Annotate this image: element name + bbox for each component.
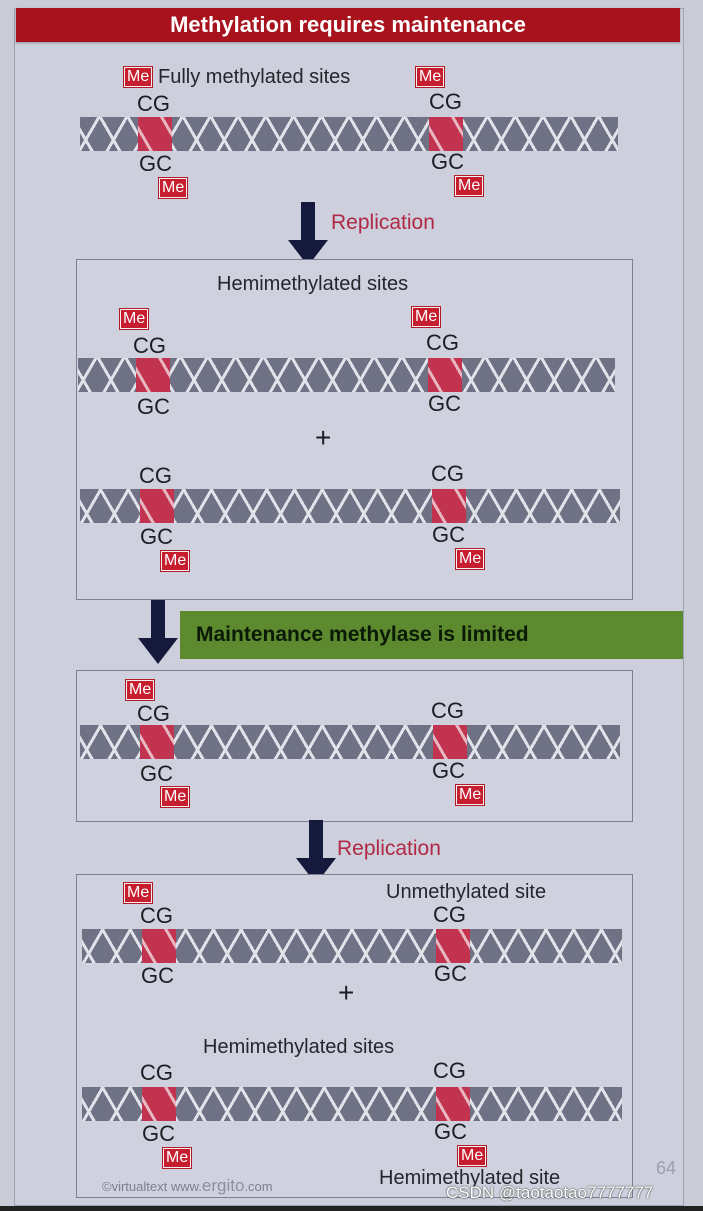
gc-label: GC [137,394,170,419]
methyl-tag: Me [159,786,191,808]
cpg-site [142,929,176,963]
hemimethylated-site-label: Hemimethylated site [379,1167,561,1189]
down-arrow-icon [138,600,178,664]
down-arrow-icon [296,820,336,884]
bottom-border [0,1206,703,1211]
methyl-tag: Me [410,306,442,328]
cpg-site [138,117,172,151]
cpg-site [433,725,467,759]
cg-label: CG [139,463,172,488]
cpg-site [140,725,174,759]
methyl-tag: Me [456,1145,488,1167]
cpg-site [432,489,466,523]
methyl-tag: Me [454,548,486,570]
cpg-site [136,358,170,392]
footer-www: www. [170,1179,202,1194]
methyl-tag: Me [159,550,191,572]
hemimethylated-label: Hemimethylated sites [217,273,409,295]
csdn-watermark: CSDN @taotaotao7777777 [446,1183,654,1202]
hemimethylated-label: Hemimethylated sites [203,1036,395,1058]
cpg-site [140,489,174,523]
gc-label: GC [428,391,461,416]
unmethylated-site-label: Unmethylated site [386,881,547,903]
gc-label: GC [139,151,172,176]
cg-label: CG [429,89,462,114]
gc-label: GC [432,758,465,783]
cpg-site [436,1087,470,1121]
gc-label: GC [140,761,173,786]
methyl-tag: Me [124,679,156,701]
methyl-tag: Me [161,1147,193,1169]
cpg-site [429,117,463,151]
cg-label: CG [426,330,459,355]
footer-brand: ergito [201,1176,245,1195]
methyl-tag: Me [118,308,150,330]
final-replication-box [76,874,633,1198]
cg-label: CG [133,333,166,358]
gc-label: GC [141,963,174,988]
cg-label: CG [433,902,466,927]
cpg-site [436,929,470,963]
cg-label: CG [140,1060,173,1085]
cg-label: CG [433,1058,466,1083]
footer-credit: ©virtualtext www.ergito.com [102,1176,273,1196]
methyl-tag: Me [414,66,446,88]
plus-sign: + [315,422,332,453]
cg-label: CG [431,698,464,723]
hemimethylated-box [76,259,633,600]
replication-label: Replication [337,837,441,860]
page-number: 64 [656,1158,677,1178]
fully-methylated-label: Fully methylated sites [158,66,351,88]
gc-label: GC [431,149,464,174]
methyl-tag: Me [122,66,154,88]
gc-label: GC [142,1121,175,1146]
slide-title: Methylation requires maintenance [16,8,680,42]
cpg-site [142,1087,176,1121]
footer-com: .com [244,1179,273,1194]
replication-label: Replication [331,211,435,234]
cg-label: CG [137,91,170,116]
plus-sign: + [338,977,355,1008]
maintenance-limited-banner: Maintenance methylase is limited [180,611,683,659]
methyl-tag: Me [453,175,485,197]
methyl-tag: Me [454,784,486,806]
gc-label: GC [434,1119,467,1144]
cpg-site [428,358,462,392]
cg-label: CG [431,461,464,486]
gc-label: GC [140,524,173,549]
methyl-tag: Me [122,882,154,904]
cg-label: CG [137,701,170,726]
down-arrow-icon [288,202,328,266]
footer-credit-text: ©virtualtext [102,1179,168,1194]
cg-label: CG [140,903,173,928]
methyl-tag: Me [157,177,189,199]
gc-label: GC [434,961,467,986]
gc-label: GC [432,522,465,547]
